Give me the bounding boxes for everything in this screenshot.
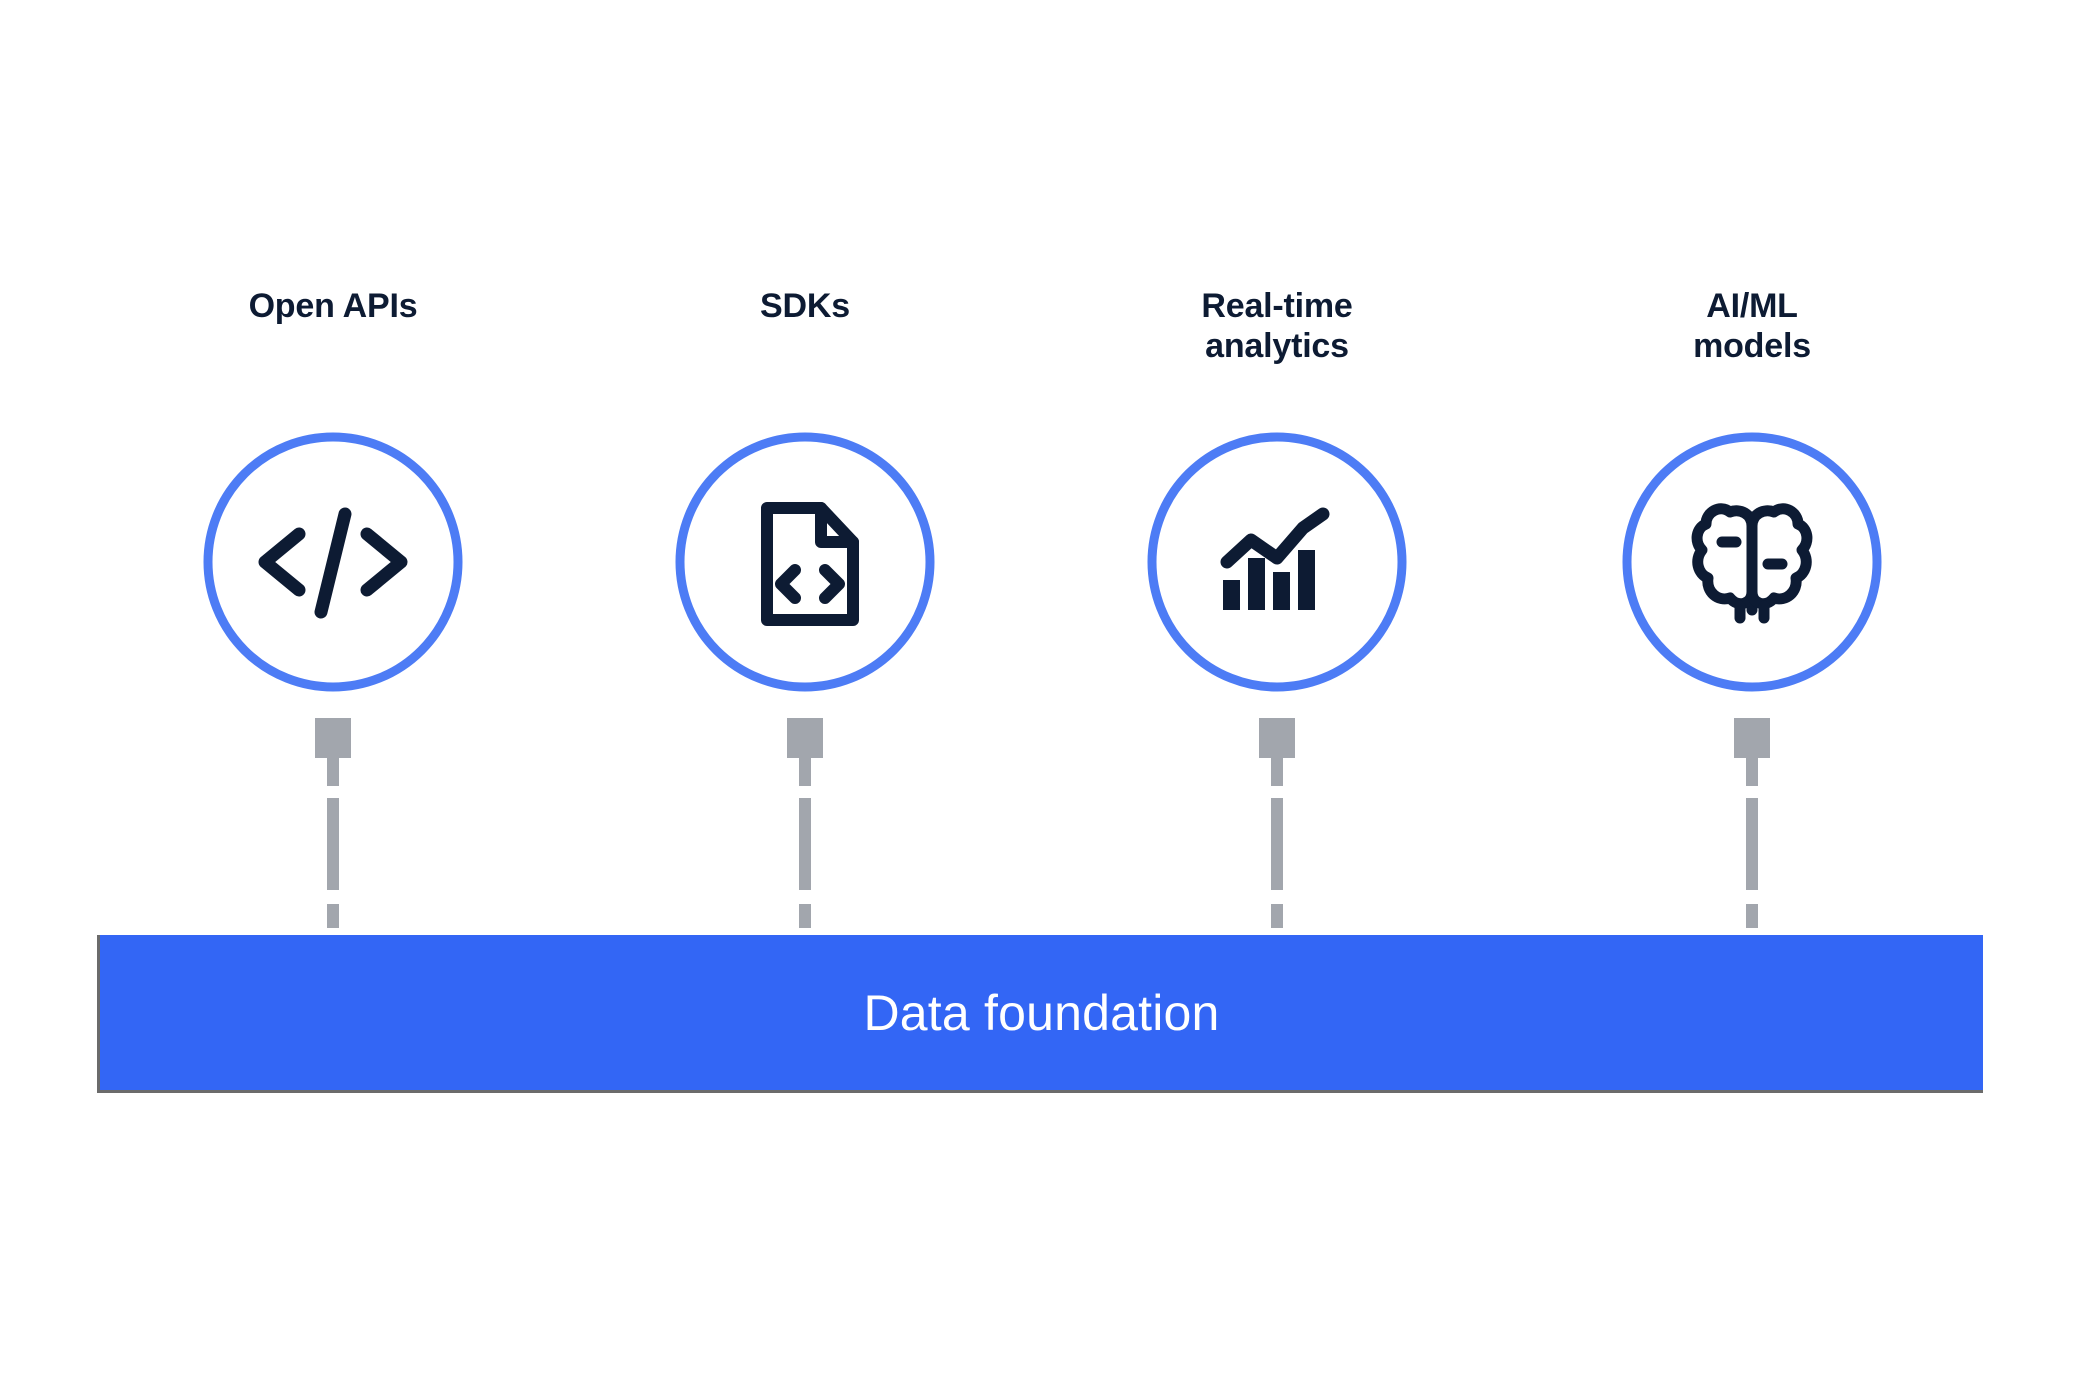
pillar-circle-real-time-analytics[interactable]	[1147, 432, 1407, 692]
pillar-label-sdks: SDKs	[760, 287, 850, 325]
data-foundation-label: Data foundation	[863, 984, 1220, 1041]
pillar-label-open-apis: Open APIs	[248, 287, 418, 325]
pillar-label-ai-ml-models: AI/ML models	[1693, 287, 1811, 366]
brain-icon	[1691, 503, 1813, 624]
connector-cap	[1734, 718, 1770, 786]
pillar-label-real-time-analytics: Real-time analytics	[1201, 287, 1353, 366]
file-code-icon	[761, 502, 859, 626]
pillar-open-apis[interactable]: Open APIs	[163, 0, 503, 950]
connector-cap	[315, 718, 351, 786]
pillar-circle-sdks[interactable]	[675, 432, 935, 692]
pillar-ai-ml-models[interactable]: AI/ML models	[1582, 0, 1922, 950]
code-brackets-icon	[258, 507, 408, 619]
bar-chart-trend-icon	[1220, 507, 1330, 610]
connector-cap	[1259, 718, 1295, 786]
pillar-real-time-analytics[interactable]: Real-time analytics	[1107, 0, 1447, 950]
pillar-circle-open-apis[interactable]	[203, 432, 463, 692]
pillar-sdks[interactable]: SDKs	[635, 0, 975, 950]
pillar-circle-ai-ml-models[interactable]	[1622, 432, 1882, 692]
circle-ring	[675, 432, 935, 692]
data-foundation-bar[interactable]: Data foundation	[97, 935, 1983, 1093]
connector-cap	[787, 718, 823, 786]
